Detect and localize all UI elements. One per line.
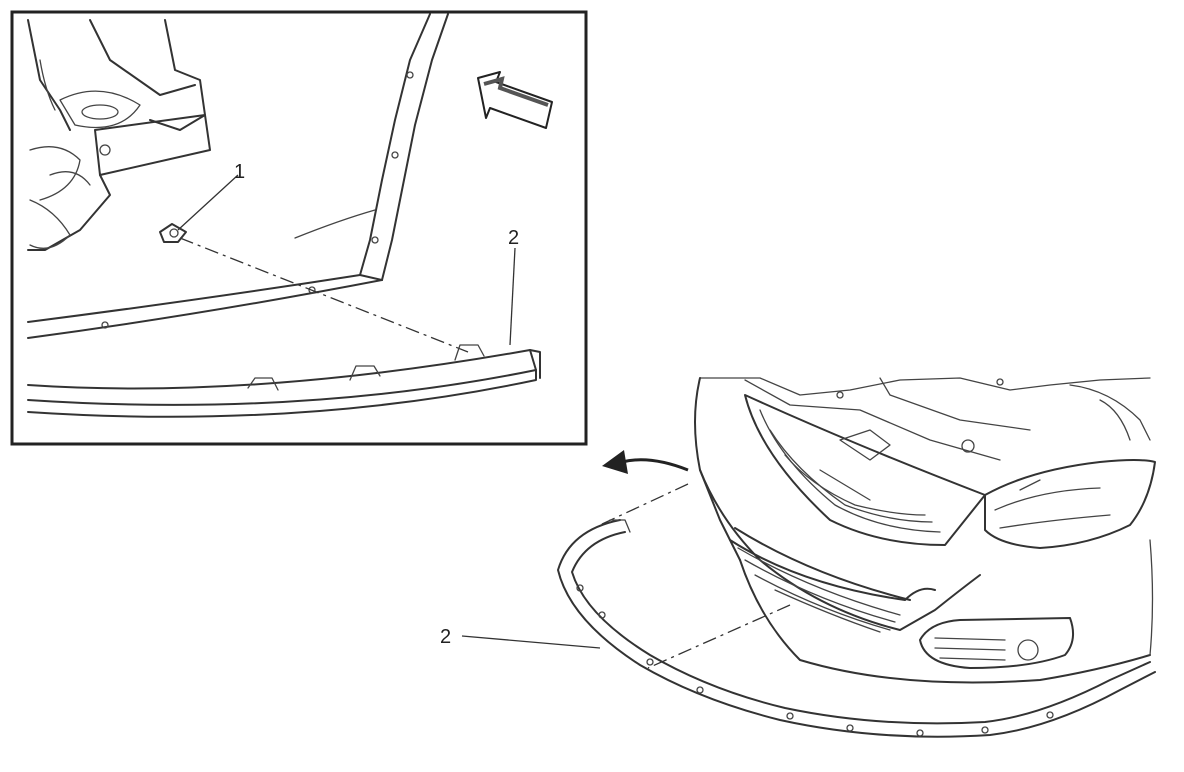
leader-item2-main [461, 635, 601, 649]
fog-lamp [919, 617, 1075, 669]
lower-grille [729, 527, 936, 633]
detail-view: 1 2 [10, 10, 588, 446]
deflector-detail [27, 344, 541, 418]
underbody-structure [27, 19, 211, 251]
curved-arrow-icon [602, 450, 689, 474]
arrow-icon [477, 71, 553, 129]
fastener-1 [159, 223, 187, 243]
install-line-detail [179, 237, 469, 353]
callout-item1: 1 [234, 161, 245, 183]
leader-item1 [177, 174, 239, 231]
install-line-main-a [599, 483, 689, 526]
detail-view-frame [10, 10, 588, 446]
deflector-main [557, 519, 1156, 738]
callout-item2-main: 2 [440, 626, 451, 648]
vehicle-front-view [694, 377, 1156, 684]
fascia-panel-detail [27, 13, 449, 339]
leader-item2-detail [509, 247, 516, 346]
upper-grille [744, 394, 986, 546]
callout-item2-detail: 2 [508, 227, 519, 249]
install-line-main-b [647, 604, 791, 669]
headlamp [984, 459, 1156, 549]
